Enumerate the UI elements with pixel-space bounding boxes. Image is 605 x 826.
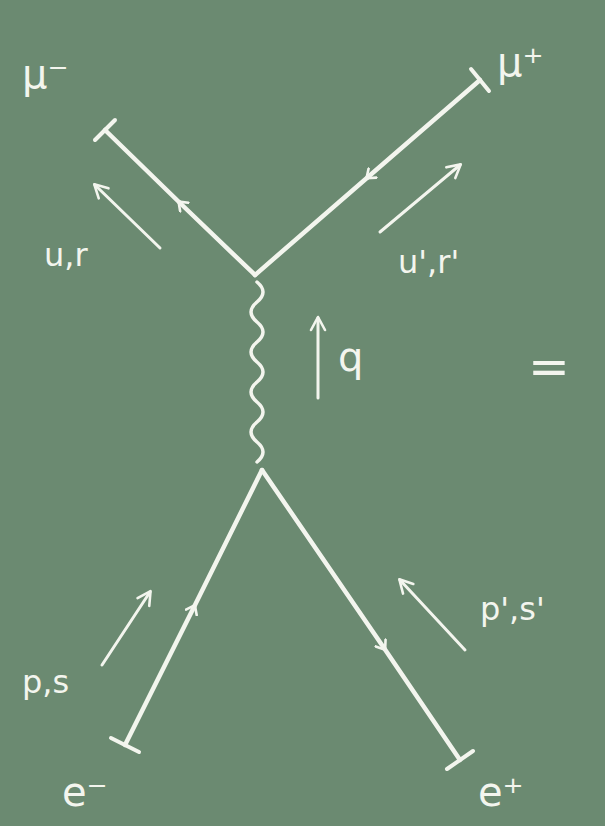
fermion-line: [368, 80, 480, 177]
momentum-label: u,r: [44, 238, 88, 273]
end-bar: [95, 120, 115, 140]
momentum-label: p,s: [22, 665, 69, 700]
fermion-line: [384, 648, 460, 760]
momentum-arrow: [102, 592, 150, 665]
particle-label: μ⁻: [22, 52, 69, 96]
fermion-line: [125, 607, 194, 745]
momentum-arrow: [380, 165, 460, 232]
end-bar: [111, 738, 139, 752]
particle-label: e⁻: [62, 770, 108, 814]
momentum-label: p',s': [480, 592, 545, 627]
particle-label: e⁺: [478, 770, 524, 814]
fermion-line: [255, 177, 368, 275]
fermion-line: [262, 470, 384, 648]
momentum-label: u',r': [398, 245, 459, 280]
photon-line: [251, 282, 263, 462]
momentum-arrow: [95, 185, 160, 248]
momentum-label: q: [338, 335, 363, 379]
equals-sign: =: [528, 340, 570, 395]
momentum-arrow: [317, 318, 320, 398]
momentum-arrow: [400, 580, 465, 650]
fermion-line: [194, 470, 262, 607]
end-bar: [471, 69, 489, 91]
fermion-line: [180, 203, 255, 275]
end-bar: [447, 751, 473, 769]
fermion-line: [105, 130, 180, 203]
particle-label: μ⁺: [497, 40, 544, 84]
